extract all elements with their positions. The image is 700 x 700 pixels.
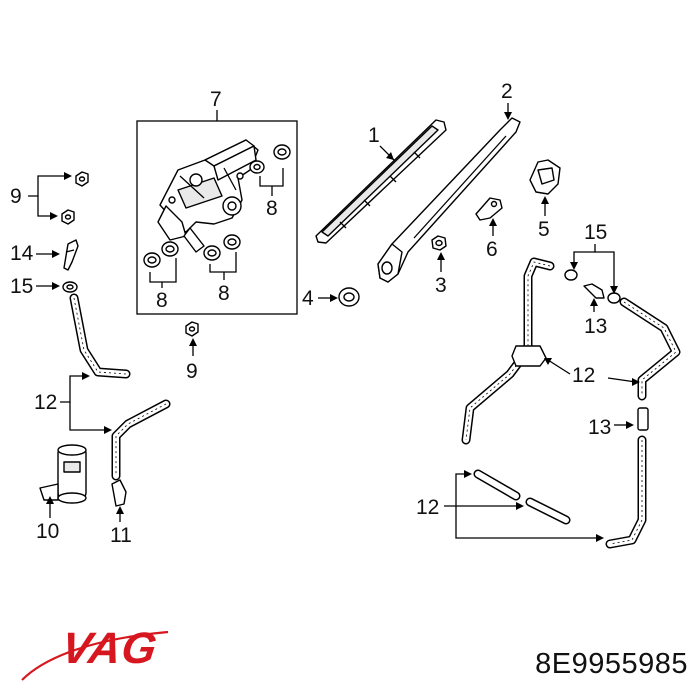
nut-9-lower	[61, 209, 75, 225]
grommet-bottom-right-b	[223, 234, 241, 250]
nut-9-upper	[75, 171, 89, 187]
callout-12-right: 12	[572, 364, 595, 387]
hose-left-upper	[69, 293, 131, 379]
hose-segment-b	[525, 497, 571, 525]
wiper-motor-assembly	[157, 139, 259, 253]
grommet-bottom-left-a	[143, 252, 161, 268]
grommet-15-right-a	[564, 269, 578, 281]
hose-left-lower	[111, 399, 171, 481]
nut-9-center	[185, 321, 199, 337]
grommet-15-left	[62, 281, 78, 293]
part-number: 8E9955985	[535, 648, 688, 680]
callout-2: 2	[501, 80, 513, 103]
callout-15-left: 15	[10, 275, 33, 298]
callout-1: 1	[368, 124, 380, 147]
callout-5: 5	[538, 218, 550, 241]
callout-8-bottom-right: 8	[218, 282, 230, 305]
callout-7: 7	[210, 88, 222, 111]
callout-11: 11	[110, 524, 132, 547]
vag-logo: VAG	[20, 622, 170, 682]
hose-connector-14	[63, 239, 79, 271]
callout-8-bottom-left: 8	[156, 289, 168, 312]
callout-6: 6	[486, 238, 498, 261]
hose-right-lower	[605, 435, 647, 549]
callout-9-left: 9	[10, 185, 22, 208]
wiper-arm-cap	[529, 159, 561, 195]
washer-pump	[39, 444, 87, 504]
nut-3	[431, 235, 447, 251]
grommet-mid	[249, 160, 265, 174]
callout-9-center: 9	[186, 360, 198, 383]
hose-right-side	[619, 297, 681, 401]
grommet-top-right	[273, 144, 291, 160]
callout-12-bottom: 12	[416, 496, 439, 519]
callout-3: 3	[435, 274, 447, 297]
callout-14: 14	[10, 242, 34, 265]
wiper-blade	[315, 119, 447, 244]
callout-8-top: 8	[266, 197, 278, 220]
hose-elbow-11	[111, 479, 127, 507]
connector-13-lower	[637, 407, 649, 431]
callout-15-right: 15	[584, 221, 607, 244]
callout-10: 10	[36, 520, 59, 543]
callout-4: 4	[302, 287, 314, 310]
connector-13-upper	[583, 283, 605, 299]
grommet-bottom-right-a	[203, 245, 221, 261]
logo-swoosh	[21, 630, 169, 681]
grommet-4	[338, 287, 360, 307]
grommet-bottom-left-b	[161, 241, 179, 257]
wiper-arm	[377, 117, 521, 283]
logo-text: VAG	[58, 624, 161, 673]
clip-6	[475, 197, 503, 221]
callout-13-lower: 13	[588, 416, 611, 439]
grommet-15-right-b	[607, 292, 621, 304]
callout-13-upper: 13	[584, 315, 607, 338]
hose-right-center	[461, 257, 555, 445]
hose-segment-a	[473, 469, 521, 501]
callout-12-left: 12	[34, 391, 57, 414]
